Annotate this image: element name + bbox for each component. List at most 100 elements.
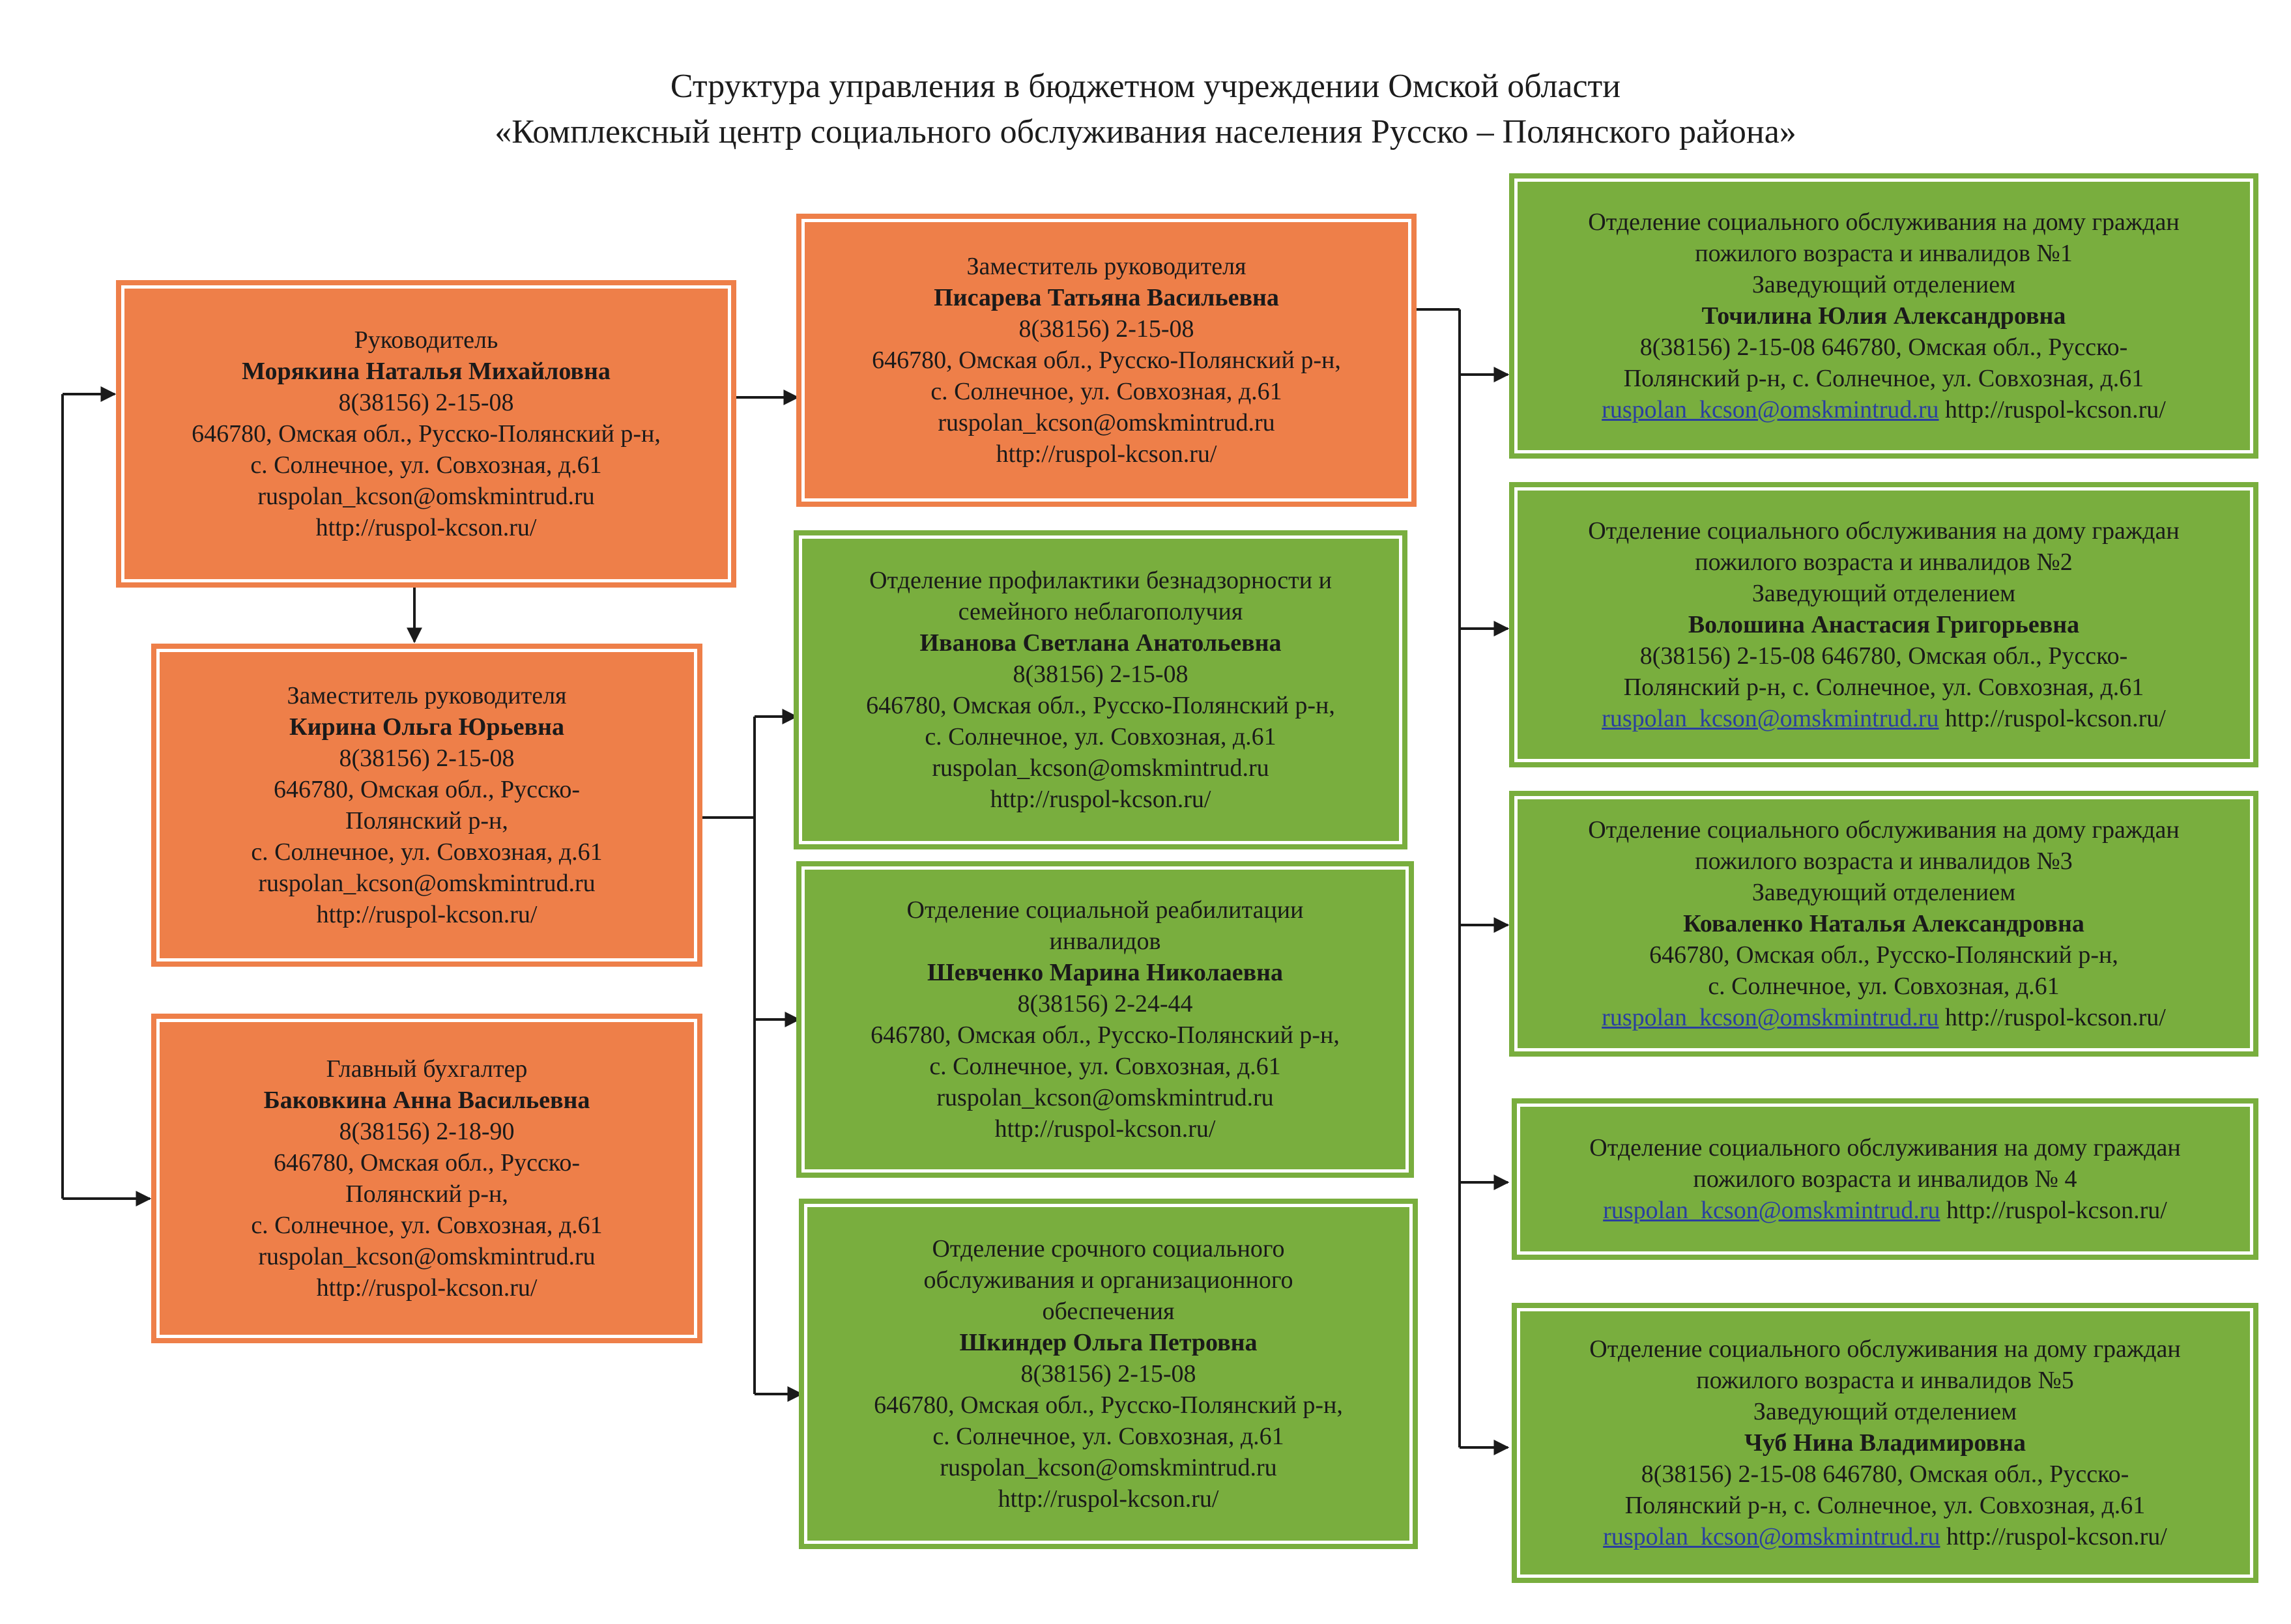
node-name: Морякина Наталья Михайловна: [242, 358, 611, 385]
node-name: Чуб Нина Владимировна: [1744, 1429, 2026, 1457]
node-contact: 8(38156) 2-15-08 646780, Омская обл., Ру…: [1639, 642, 2128, 670]
node-dept-title: Отделение срочного социального: [932, 1235, 1285, 1262]
node-address: с. Солнечное, ул. Совхозная, д.61: [930, 378, 1282, 405]
node-address: с. Солнечное, ул. Совхозная, д.61: [251, 838, 603, 866]
node-phone: 8(38156) 2-15-08: [338, 389, 514, 416]
node-name: Баковкина Анна Васильевна: [263, 1087, 590, 1114]
node-site[interactable]: http://ruspol-kcson.ru/: [998, 1485, 1219, 1513]
node-dept-title: семейного неблагополучия: [958, 598, 1243, 625]
node-site[interactable]: http://ruspol-kcson.ru/: [1945, 1004, 2166, 1031]
node-chief-accountant: Главный бухгалтер Баковкина Анна Василье…: [151, 1014, 702, 1343]
node-address: 646780, Омская обл., Русско-Полянский р-…: [871, 1021, 1340, 1049]
node-address: 646780, Омская обл., Русско-Полянский р-…: [192, 420, 661, 448]
node-email[interactable]: ruspolan_kcson@omskmintrud.ru: [1603, 1523, 1940, 1550]
node-phone: 8(38156) 2-15-08: [339, 745, 515, 772]
node-address: 646780, Омская обл., Русско-Полянский р-…: [1649, 941, 2118, 969]
node-email[interactable]: ruspolan_kcson@omskmintrud.ru: [938, 409, 1275, 436]
node-site[interactable]: http://ruspol-kcson.ru/: [996, 440, 1217, 468]
node-phone: 8(38156) 2-15-08: [1013, 661, 1189, 688]
node-address: 646780, Омская обл., Русско-: [274, 776, 580, 803]
node-site[interactable]: http://ruspol-kcson.ru/: [1945, 396, 2166, 423]
node-address: с. Солнечное, ул. Совхозная, д.61: [932, 1423, 1284, 1450]
node-deputy-kirina: Заместитель руководителя Кирина Ольга Юр…: [151, 644, 702, 967]
node-home-dept-1: Отделение социального обслуживания на до…: [1509, 173, 2258, 459]
node-dept-title: обеспечения: [1042, 1298, 1175, 1325]
node-address: 646780, Омская обл., Русско-Полянский р-…: [866, 692, 1335, 719]
node-site[interactable]: http://ruspol-kcson.ru/: [994, 1115, 1216, 1143]
node-dept-title: Отделение социальной реабилитации: [906, 896, 1304, 924]
node-phone: 8(38156) 2-24-44: [1017, 990, 1193, 1018]
node-name: Шевченко Марина Николаевна: [927, 959, 1283, 986]
node-email[interactable]: ruspolan_kcson@omskmintrud.ru: [257, 483, 595, 510]
node-email[interactable]: ruspolan_kcson@omskmintrud.ru: [1602, 1004, 1939, 1031]
node-address: Полянский р-н,: [345, 807, 508, 834]
node-address: Полянский р-н,: [345, 1180, 508, 1208]
node-dept-urgent: Отделение срочного социального обслужива…: [799, 1199, 1418, 1549]
node-dept-title: пожилого возраста и инвалидов №5: [1696, 1367, 2074, 1394]
node-address: с. Солнечное, ул. Совхозная, д.61: [929, 1053, 1281, 1080]
node-email[interactable]: ruspolan_kcson@omskmintrud.ru: [258, 1243, 596, 1270]
node-email[interactable]: ruspolan_kcson@omskmintrud.ru: [932, 754, 1269, 782]
node-email[interactable]: ruspolan_kcson@omskmintrud.ru: [1603, 1197, 1940, 1224]
node-name: Писарева Татьяна Васильевна: [934, 284, 1279, 311]
node-dept-rehab: Отделение социальной реабилитации инвали…: [796, 861, 1414, 1178]
node-site[interactable]: http://ruspol-kcson.ru/: [316, 901, 538, 928]
node-home-dept-4: Отделение социального обслуживания на до…: [1512, 1098, 2258, 1260]
node-email[interactable]: ruspolan_kcson@omskmintrud.ru: [936, 1084, 1274, 1111]
node-email[interactable]: ruspolan_kcson@omskmintrud.ru: [258, 870, 596, 897]
node-dept-title: обслуживания и организационного: [923, 1266, 1293, 1294]
node-dept-title: Отделение профилактики безнадзорности и: [869, 567, 1332, 594]
node-dept-prevention: Отделение профилактики безнадзорности и …: [794, 530, 1407, 849]
node-dept-title: Отделение социального обслуживания на до…: [1589, 1134, 2181, 1161]
node-contact: 8(38156) 2-15-08 646780, Омская обл., Ру…: [1639, 334, 2128, 361]
node-contact: 8(38156) 2-15-08 646780, Омская обл., Ру…: [1641, 1460, 2129, 1488]
node-address: с. Солнечное, ул. Совхозная, д.61: [925, 723, 1276, 750]
node-address: 646780, Омская обл., Русско-Полянский р-…: [872, 347, 1341, 374]
node-site[interactable]: http://ruspol-kcson.ru/: [990, 786, 1211, 813]
node-phone: 8(38156) 2-15-08: [1018, 315, 1194, 343]
node-dept-title: Отделение социального обслуживания на до…: [1588, 208, 2180, 236]
node-head-label: Заведующий отделением: [1751, 580, 2016, 607]
node-head-label: Заведующий отделением: [1753, 1398, 2017, 1425]
node-dept-title: пожилого возраста и инвалидов №1: [1695, 240, 2073, 267]
node-dept-title: Отделение социального обслуживания на до…: [1588, 816, 2180, 844]
node-dept-title: пожилого возраста и инвалидов №2: [1695, 548, 2073, 576]
node-address: Полянский р-н, с. Солнечное, ул. Совхозн…: [1623, 674, 2144, 701]
node-home-dept-5: Отделение социального обслуживания на до…: [1512, 1303, 2258, 1583]
node-email[interactable]: ruspolan_kcson@omskmintrud.ru: [1602, 705, 1939, 732]
node-head-label: Заведующий отделением: [1751, 879, 2016, 906]
node-address: Полянский р-н, с. Солнечное, ул. Совхозн…: [1623, 365, 2144, 392]
node-director: Руководитель Морякина Наталья Михайловна…: [116, 280, 736, 588]
node-name: Иванова Светлана Анатольевна: [919, 629, 1282, 657]
node-email[interactable]: ruspolan_kcson@omskmintrud.ru: [1602, 396, 1939, 423]
node-site[interactable]: http://ruspol-kcson.ru/: [315, 514, 537, 541]
node-name: Точилина Юлия Александровна: [1701, 302, 2066, 330]
node-dept-title: Отделение социального обслуживания на до…: [1589, 1335, 2181, 1363]
node-site[interactable]: http://ruspol-kcson.ru/: [1946, 1197, 2167, 1224]
node-email[interactable]: ruspolan_kcson@omskmintrud.ru: [940, 1454, 1277, 1481]
node-role: Заместитель руководителя: [966, 253, 1246, 280]
node-dept-title: пожилого возраста и инвалидов № 4: [1693, 1165, 2077, 1193]
node-name: Волошина Анастасия Григорьевна: [1688, 611, 2080, 638]
node-site[interactable]: http://ruspol-kcson.ru/: [1946, 1523, 2167, 1550]
page-title: Структура управления в бюджетном учрежде…: [670, 68, 1621, 105]
node-site[interactable]: http://ruspol-kcson.ru/: [1945, 705, 2166, 732]
node-address: с. Солнечное, ул. Совхозная, д.61: [1708, 973, 2060, 1000]
node-name: Шкиндер Ольга Петровна: [959, 1329, 1258, 1356]
node-address: с. Солнечное, ул. Совхозная, д.61: [251, 1212, 603, 1239]
node-address: 646780, Омская обл., Русско-Полянский р-…: [874, 1391, 1343, 1419]
node-dept-title: пожилого возраста и инвалидов №3: [1695, 848, 2073, 875]
node-dept-title: Отделение социального обслуживания на до…: [1588, 517, 2180, 545]
node-home-dept-2: Отделение социального обслуживания на до…: [1509, 482, 2258, 767]
page-subtitle: «Комплексный центр социального обслужива…: [495, 113, 1796, 150]
node-dept-title: инвалидов: [1049, 928, 1161, 955]
node-phone: 8(38156) 2-18-90: [339, 1118, 515, 1145]
node-address: 646780, Омская обл., Русско-: [274, 1149, 580, 1176]
node-name: Кирина Ольга Юрьевна: [289, 713, 564, 741]
node-deputy-pisareva: Заместитель руководителя Писарева Татьян…: [796, 214, 1417, 507]
node-site[interactable]: http://ruspol-kcson.ru/: [316, 1274, 538, 1302]
node-address: Полянский р-н, с. Солнечное, ул. Совхозн…: [1624, 1492, 2146, 1519]
node-role: Заместитель руководителя: [287, 682, 567, 709]
node-home-dept-3: Отделение социального обслуживания на до…: [1509, 791, 2258, 1057]
